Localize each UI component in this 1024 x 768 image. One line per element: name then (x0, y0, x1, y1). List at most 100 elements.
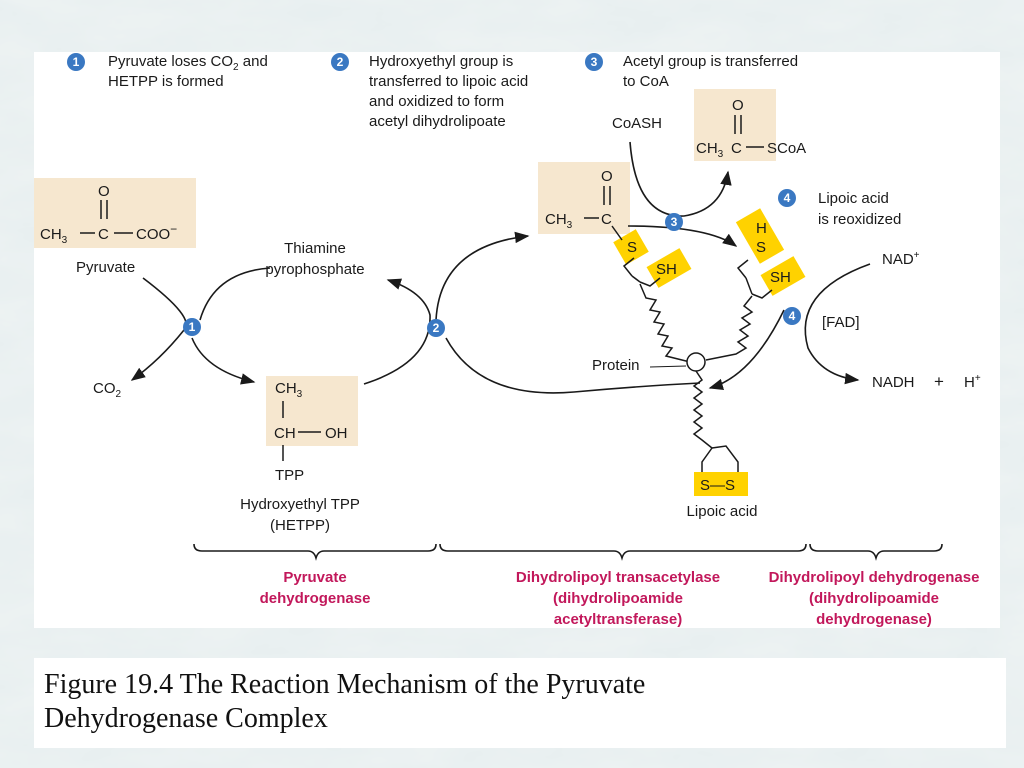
acetyl-structure: O CH3 C (538, 162, 630, 234)
figure-caption: Figure 19.4 The Reaction Mechanism of th… (44, 668, 864, 736)
hetpp-ch: CH (274, 425, 296, 442)
lipoyl-arm-bonds (611, 225, 773, 474)
step-4-badge (778, 189, 796, 207)
step-3-number: 3 (591, 55, 598, 69)
nad-label: NAD+ (882, 250, 920, 268)
inline-step-1-number: 1 (189, 320, 196, 334)
enzyme-dihydrolipoyl-transacetylase: Dihydrolipoyl transacetylase (dihydrolip… (516, 569, 720, 628)
hetpp-oh: OH (325, 425, 348, 442)
enzyme-3-line-3: dehydrogenase) (816, 611, 932, 628)
step-3-line-1: Acetyl group is transferred (623, 53, 798, 70)
enzyme-braces (193, 543, 943, 561)
acetyl-oxygen: O (601, 168, 613, 185)
hetpp-tpp: TPP (275, 467, 304, 484)
hetpp-ch3: CH3 (275, 380, 303, 400)
acetyl-coa-structure: CoASH O CH3 C SCoA (612, 89, 806, 161)
step-2-line-3: and oxidized to form (369, 93, 504, 110)
step-4-number: 4 (784, 191, 791, 205)
hydrogen-h-right: H (756, 220, 767, 237)
inline-step-1-badge: 1 (183, 318, 201, 336)
step-2-line-1: Hydroxyethyl group is (369, 53, 513, 70)
acetyl-carbon: C (601, 211, 612, 228)
right-arm-sulfurs: H S SH (735, 208, 806, 296)
hplus-label: H+ (964, 373, 981, 391)
pyruvate-coo: COO− (136, 222, 177, 243)
acetyl-coa-ch3: CH3 (696, 140, 724, 160)
hetpp-structure: CH3 CH OH TPP Hydroxyethyl TPP (HETPP) (240, 376, 360, 534)
step-4-line-1: Lipoic acid (818, 190, 889, 207)
acetyl-coa-oxygen: O (732, 97, 744, 114)
step-2-line-4: acetyl dihydrolipoate (369, 113, 506, 130)
enzyme-dihydrolipoyl-dehydrogenase: Dihydrolipoyl dehydrogenase (dihydrolipo… (769, 569, 980, 628)
step-1-number: 1 (73, 55, 80, 69)
enzyme-2-line-2: (dihydrolipoamide (553, 590, 683, 607)
inline-step-2-badge: 2 (427, 319, 445, 337)
pyruvate-structure: O CH3 C COO− Pyruvate (34, 178, 196, 276)
protein-node (686, 352, 706, 372)
co2-label: CO2 (93, 380, 122, 400)
enzyme-3-line-2: (dihydrolipoamide (809, 590, 939, 607)
sulfur-highlight-sh-left (646, 248, 692, 288)
caption-box (34, 658, 1006, 748)
inline-step-3-badge: 3 (665, 213, 683, 231)
enzyme-1-line-2: dehydrogenase (260, 590, 371, 607)
caption-line-1: Figure 19.4 The Reaction Mechanism of th… (44, 669, 646, 700)
acetyl-ch3: CH3 (545, 211, 573, 231)
lipoic-ring-label: S—S (700, 477, 735, 494)
enzyme-2-line-3: acetyltransferase) (554, 611, 682, 628)
enzyme-3-line-1: Dihydrolipoyl dehydrogenase (769, 569, 980, 586)
sulfur-highlight-hs-right (735, 208, 785, 264)
reaction-arrows (130, 141, 871, 394)
sulfur-s-left: S (627, 239, 637, 256)
sulfur-sh-left: SH (656, 261, 677, 278)
acetyl-coa-scoa: SCoA (767, 140, 806, 157)
acetyl-coa-carbon: C (731, 140, 742, 157)
sulfur-highlight-s-left (613, 229, 649, 265)
enzyme-1-line-1: Pyruvate (283, 569, 346, 586)
step-2-number: 2 (337, 55, 344, 69)
enzyme-pyruvate-dehydrogenase: Pyruvate dehydrogenase (260, 569, 371, 607)
inline-step-4-number: 4 (789, 309, 796, 323)
sulfur-highlight-sh-right (760, 256, 806, 296)
hetpp-label-line-2: (HETPP) (270, 517, 330, 534)
pyruvate-ch3: CH3 (40, 226, 68, 246)
step-1-line-2: HETPP is formed (108, 73, 224, 90)
step-1-line-1: Pyruvate loses CO2 and (108, 53, 268, 73)
step-2-line-2: transferred to lipoic acid (369, 73, 528, 90)
tpp-label-line-2: pyrophosphate (265, 261, 364, 278)
step-1-badge (67, 53, 85, 71)
coash-label: CoASH (612, 115, 662, 132)
inline-step-2-number: 2 (433, 321, 440, 335)
reaction-diagram: 1 Pyruvate loses CO2 and HETPP is formed… (34, 53, 981, 628)
pyruvate-carbon: C (98, 226, 109, 243)
lipoic-acid-label: Lipoic acid (687, 503, 758, 520)
enzyme-2-line-1: Dihydrolipoyl transacetylase (516, 569, 720, 586)
hetpp-label-line-1: Hydroxyethyl TPP (240, 496, 360, 513)
inline-step-4-badge: 4 (783, 307, 801, 325)
lipoic-ring-highlight (694, 472, 748, 496)
step-3-line-2: to CoA (623, 73, 669, 90)
caption-line-2: Dehydrogenase Complex (44, 703, 328, 734)
pyruvate-oxygen: O (98, 183, 110, 200)
step-3-header: 3 Acetyl group is transferred to CoA (585, 53, 798, 90)
pyruvate-label: Pyruvate (76, 259, 135, 276)
protein-label: Protein (592, 357, 640, 374)
step-4-header: 4 Lipoic acid is reoxidized (778, 189, 901, 228)
step-2-header: 2 Hydroxyethyl group is transferred to l… (331, 53, 528, 130)
fad-label: [FAD] (822, 314, 860, 331)
acetyl-highlight (538, 162, 630, 234)
step-2-badge (331, 53, 349, 71)
nadh-label: NADH (872, 374, 915, 391)
sulfur-sh-right: SH (770, 269, 791, 286)
inline-step-3-number: 3 (671, 215, 678, 229)
tpp-label-line-1: Thiamine (284, 240, 346, 257)
step-4-line-2: is reoxidized (818, 211, 901, 228)
left-arm-sulfurs: S SH (613, 229, 692, 288)
step-1-header: 1 Pyruvate loses CO2 and HETPP is formed (67, 53, 268, 90)
pyruvate-highlight (34, 178, 196, 248)
hetpp-highlight (266, 376, 358, 446)
sulfur-s-right: S (756, 239, 766, 256)
figure-panel (34, 52, 1000, 628)
step-3-badge (585, 53, 603, 71)
plus-sign: + (934, 372, 944, 391)
